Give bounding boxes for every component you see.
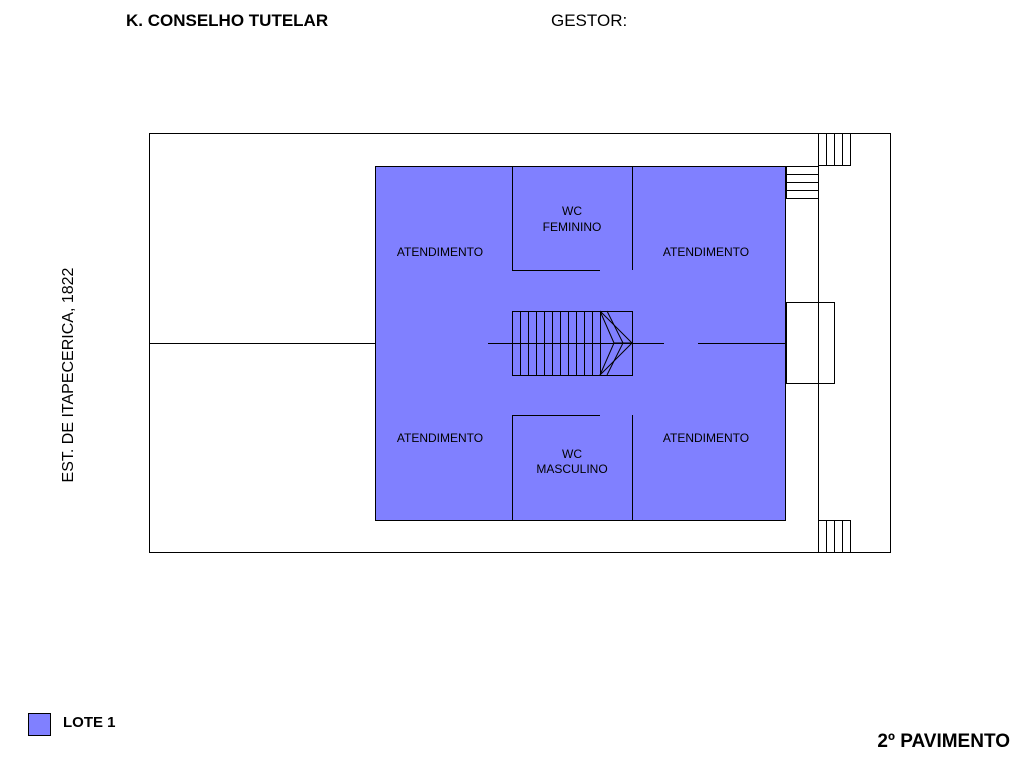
central-staircase xyxy=(512,310,633,376)
room-wc-masculino-line2: MASCULINO xyxy=(536,462,607,476)
room-atendimento-top-left: ATENDIMENTO xyxy=(397,245,483,259)
gestor-label: GESTOR: xyxy=(551,11,628,30)
room-wc-feminino-line1: WC xyxy=(562,204,582,218)
room-wc-feminino-line2: FEMININO xyxy=(543,220,602,234)
legend-swatch-lote-1 xyxy=(28,713,51,736)
page-title: K. CONSELHO TUTELAR xyxy=(126,11,329,30)
room-atendimento-top-right: ATENDIMENTO xyxy=(663,245,749,259)
legend-label: LOTE 1 xyxy=(63,714,116,731)
room-atendimento-bottom-right: ATENDIMENTO xyxy=(663,431,749,445)
floor-label: 2º PAVIMENTO xyxy=(877,731,1010,752)
room-atendimento-bottom-left: ATENDIMENTO xyxy=(397,431,483,445)
room-wc-masculino-line1: WC xyxy=(562,447,582,461)
right-side-structures xyxy=(786,133,851,553)
